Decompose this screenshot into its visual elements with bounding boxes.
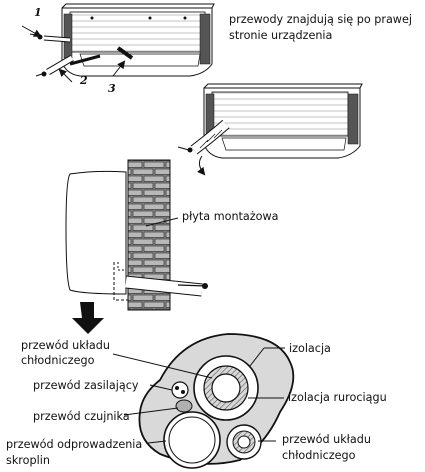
insulation-label: izolacja xyxy=(289,342,331,355)
leader-lines xyxy=(112,347,285,444)
cable-bundle-icon xyxy=(125,275,208,297)
drain-hose-line2: skroplin xyxy=(6,454,50,467)
cable-bundle-icon xyxy=(177,119,230,155)
refrigerant-pipe-top-line1: przewód układu xyxy=(21,339,110,352)
refrigerant-pipe-bottom-line2: chłodniczego xyxy=(282,449,356,462)
step-markers: 1 2 3 xyxy=(21,6,126,95)
refrigerant-pipe-bottom-line1: przewód układu xyxy=(282,433,371,446)
mounting-plate-label: płyta montażowa xyxy=(182,210,279,223)
refrigerant-pipe-top-line2: chłodniczego xyxy=(21,354,95,367)
step-number-3: 3 xyxy=(108,82,116,95)
top-note-line1: przewody znajdują się po prawej xyxy=(229,13,412,26)
ac-unit-icon xyxy=(61,3,215,77)
step-number-2: 2 xyxy=(79,74,88,87)
top-note-line2: stronie urządzenia xyxy=(229,29,332,42)
step-number-1: 1 xyxy=(34,6,42,19)
cable-cross-section xyxy=(138,333,295,469)
drain-hose-line1: przewód odprowadzenia xyxy=(6,438,142,451)
power-cable-label: przewód zasilający xyxy=(33,379,139,392)
ac-unit-icon xyxy=(203,83,363,159)
arrow-down-icon xyxy=(72,302,104,334)
pipe-insulation-label: izolacja rurociągu xyxy=(288,391,387,404)
ac-unit-side-icon xyxy=(65,170,128,301)
curved-arrow-icon xyxy=(197,155,206,176)
sensor-cable-label: przewód czujnika xyxy=(33,410,130,423)
